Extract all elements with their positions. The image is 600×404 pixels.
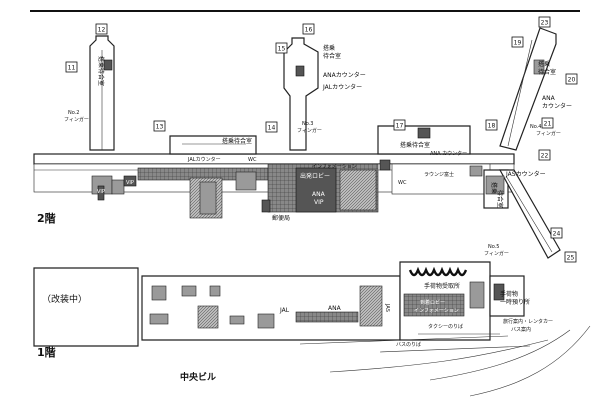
svg-text:カウンター: カウンター — [542, 102, 572, 110]
baggage-storage-a: 手荷物 — [500, 290, 518, 298]
bus-info: バス案内 — [511, 326, 531, 333]
finger-no2 — [89, 35, 115, 151]
gate-24: 24 — [550, 227, 563, 239]
gate-16: 16 — [302, 23, 315, 35]
second-floor-labels: 2階 No.2 フィンガー No.3 フィンガー No.4 フィンガー No.5… — [37, 44, 572, 257]
gate-17: 17 — [393, 119, 406, 131]
gate-11: 11 — [65, 61, 78, 73]
pier-13-14 — [169, 135, 257, 155]
svg-text:VIP: VIP — [314, 199, 324, 206]
under-renovation: （改装中） — [42, 293, 87, 305]
wc-2: WC — [398, 180, 407, 186]
vip-room-2: VIP — [126, 180, 134, 186]
gate-13: 13 — [153, 120, 166, 132]
svg-text:21: 21 — [544, 121, 552, 128]
svg-text:待合室: 待合室 — [538, 68, 556, 76]
svg-text:12: 12 — [98, 27, 106, 34]
pier-17-18 — [377, 125, 471, 155]
svg-text:14: 14 — [268, 125, 276, 132]
information-1f: インフォメーション — [414, 308, 459, 314]
svg-text:一時預り所: 一時預り所 — [500, 298, 530, 306]
gate-15: 15 — [275, 42, 288, 54]
travel-info: 旅行案内・レンタカー — [503, 318, 553, 325]
ana-1f: ANA — [328, 305, 342, 312]
boarding-room-15-a: 搭乗 — [323, 44, 335, 52]
first-floor: （改装中） — [33, 261, 591, 397]
lounge-fuji: ラウンジ富士 — [424, 171, 454, 178]
ana-counter-21: ANA — [542, 95, 556, 102]
central-building-label: 中央ビル — [180, 371, 216, 383]
svg-text:フィンガー: フィンガー — [536, 130, 561, 137]
boarding-room-21-a: 搭乗 — [538, 60, 550, 68]
finger-no4 — [499, 27, 557, 151]
bus-stop: バスのりば — [396, 341, 421, 348]
ana-counter-right: ANA カウンター — [430, 150, 467, 157]
svg-text:15: 15 — [278, 46, 286, 53]
gate-markers: 11 12 13 14 15 16 17 18 19 20 21 22 23 2… — [65, 16, 578, 263]
svg-text:フィンガー: フィンガー — [297, 127, 322, 134]
jal-counter-center: JALカウンター — [187, 156, 221, 163]
first-floor-labels: 1階 中央ビル 手荷物受取所 到着ロビー インフォメーション 手荷物 一時預り所… — [37, 282, 553, 383]
taxi-stand: タクシーのりば — [428, 323, 463, 330]
finger-no5 — [485, 169, 561, 259]
finger-no4-label: No.4 — [530, 124, 541, 130]
second-floor-concourse — [33, 153, 515, 219]
ana-counter-15: ANAカウンター — [323, 71, 366, 79]
svg-text:17: 17 — [396, 123, 404, 130]
svg-text:待合室: 待合室 — [496, 190, 504, 208]
ana-vip-a: ANA — [312, 191, 326, 198]
departure-lobby: 出発ロビー — [300, 172, 330, 180]
pier-15-16 — [283, 37, 319, 151]
svg-text:待合室: 待合室 — [323, 52, 341, 60]
gate-21: 21 — [541, 117, 554, 129]
gate-23: 23 — [538, 16, 551, 28]
gate-22: 22 — [538, 149, 551, 161]
gate-20: 20 — [565, 73, 578, 85]
boarding-room-center: 搭乗待合室 — [222, 137, 252, 145]
svg-text:フィンガー: フィンガー — [64, 116, 89, 123]
svg-text:19: 19 — [514, 40, 522, 47]
vip-room-1: VIP — [97, 189, 105, 195]
wc-1: WC — [248, 157, 257, 163]
svg-text:フィンガー: フィンガー — [484, 250, 509, 257]
svg-text:23: 23 — [541, 20, 549, 27]
jas-1f: JAS — [384, 303, 390, 312]
svg-text:25: 25 — [567, 255, 575, 262]
gate-25: 25 — [564, 251, 577, 263]
gate-12: 12 — [95, 23, 108, 35]
floor-1-label: 1階 — [37, 345, 56, 359]
jal-counter-15: JALカウンター — [322, 83, 362, 91]
gate-19: 19 — [511, 36, 524, 48]
baggage-claim: 手荷物受取所 — [424, 282, 460, 290]
floor-2-label: 2階 — [37, 211, 56, 225]
svg-text:24: 24 — [553, 231, 561, 238]
jal-1f: JAL — [279, 307, 290, 314]
boarding-room-finger2: 搭乗待合室 — [97, 56, 105, 86]
gate-14: 14 — [265, 121, 278, 133]
svg-text:11: 11 — [68, 65, 76, 72]
svg-text:13: 13 — [156, 124, 164, 131]
jas-counter: JASカウンター — [505, 170, 546, 178]
finger-no2-label: No.2 — [68, 110, 79, 116]
post-office: 郵便局 — [272, 214, 290, 222]
information-2f: インフォメーション — [312, 164, 357, 170]
svg-text:16: 16 — [305, 27, 313, 34]
finger-no3-label: No.3 — [302, 121, 313, 127]
finger-no5-label: No.5 — [488, 244, 499, 250]
svg-text:20: 20 — [568, 77, 576, 84]
arrival-lobby: 到着ロビー — [420, 299, 445, 306]
boarding-room-right: 搭乗待合室 — [400, 141, 430, 149]
gate-18: 18 — [485, 119, 498, 131]
svg-text:18: 18 — [488, 123, 496, 130]
svg-text:22: 22 — [541, 153, 549, 160]
boarding-room-lower: 搭乗 — [490, 182, 498, 194]
